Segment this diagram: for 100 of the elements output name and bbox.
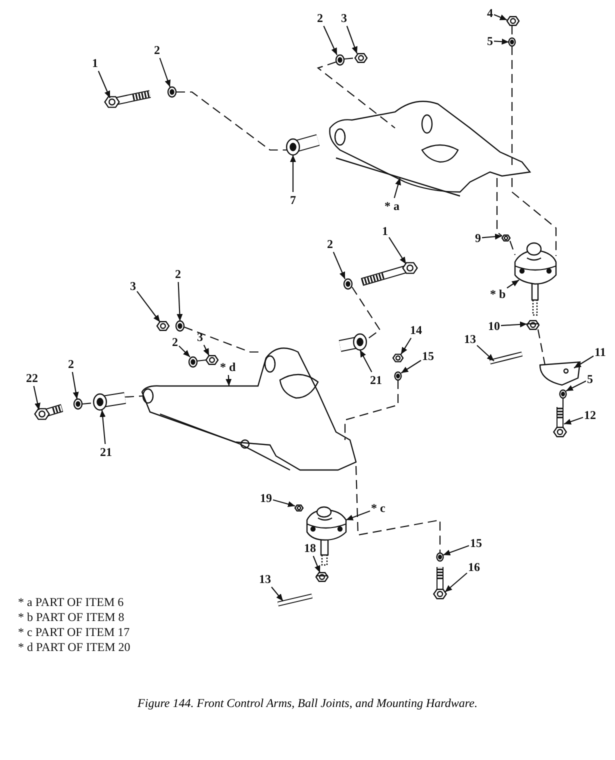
leader-line bbox=[176, 282, 183, 322]
washer-drawing bbox=[559, 389, 567, 399]
leader-line bbox=[476, 345, 494, 362]
assembly-line bbox=[496, 178, 502, 236]
leader-line bbox=[203, 344, 210, 356]
assembly-line bbox=[511, 46, 513, 165]
callout-number: 21 bbox=[370, 373, 382, 387]
bushing-drawing bbox=[93, 392, 126, 411]
washer-drawing bbox=[167, 86, 177, 98]
ball-joint-drawing bbox=[514, 242, 557, 316]
leader-line bbox=[72, 372, 79, 400]
callout-number: 1 bbox=[382, 224, 388, 238]
callout-number: 11 bbox=[594, 345, 606, 359]
callout-number: 5 bbox=[487, 34, 493, 48]
leader-line bbox=[443, 545, 470, 556]
callout-number: * b bbox=[490, 287, 506, 301]
leader-line bbox=[178, 346, 190, 358]
washer-drawing bbox=[175, 320, 185, 332]
bolt-drawing bbox=[104, 90, 151, 108]
callout-number: * d bbox=[220, 360, 236, 374]
leader-line bbox=[98, 70, 110, 98]
leader-line bbox=[482, 234, 502, 240]
leader-line bbox=[136, 290, 160, 322]
assembly-line bbox=[511, 178, 557, 256]
leader-line bbox=[500, 321, 528, 328]
bushing-drawing bbox=[286, 134, 320, 156]
leader-line bbox=[290, 155, 296, 192]
leader-line bbox=[323, 26, 338, 56]
callout-number: 4 bbox=[487, 6, 493, 20]
assembly-line bbox=[355, 466, 441, 553]
assembly-line bbox=[196, 359, 206, 362]
leader-line bbox=[33, 386, 40, 410]
callout-number: 19 bbox=[260, 491, 272, 505]
nut-drawing bbox=[156, 321, 170, 331]
leader-line bbox=[388, 237, 406, 264]
grease-fitting-drawing bbox=[501, 234, 511, 242]
grease-fitting-drawing bbox=[294, 504, 304, 512]
washer-drawing bbox=[508, 37, 516, 47]
leader-line bbox=[271, 586, 284, 602]
nut-drawing bbox=[205, 355, 219, 365]
washer-drawing bbox=[188, 356, 198, 368]
leader-line bbox=[159, 58, 171, 88]
cotter-pin-drawing bbox=[489, 352, 523, 364]
callout-number: 22 bbox=[26, 371, 38, 385]
callout-number: 15 bbox=[422, 349, 434, 363]
ball-joint-drawing bbox=[306, 506, 347, 566]
callout-number: 2 bbox=[327, 237, 333, 251]
callout-number: 18 bbox=[304, 541, 316, 555]
leader-line bbox=[494, 14, 508, 20]
assembly-line bbox=[124, 395, 144, 398]
callout-number: 13 bbox=[259, 572, 271, 586]
leader-line bbox=[100, 410, 106, 444]
callout-number: * a bbox=[384, 199, 400, 213]
leader-line bbox=[574, 356, 594, 368]
footnote: * b PART OF ITEM 8 bbox=[18, 610, 124, 624]
footnote: * c PART OF ITEM 17 bbox=[18, 625, 130, 639]
callout-number: 12 bbox=[584, 408, 596, 422]
leader-line bbox=[332, 252, 346, 280]
washer-drawing bbox=[73, 398, 83, 410]
leader-line bbox=[312, 556, 320, 573]
callout-number: 9 bbox=[475, 231, 481, 245]
castle-nut-drawing bbox=[526, 320, 540, 330]
callout-number: 2 bbox=[172, 335, 178, 349]
bolt-drawing bbox=[360, 262, 418, 286]
leader-line bbox=[506, 280, 520, 288]
assembly-line bbox=[352, 286, 381, 340]
assembly-line bbox=[344, 380, 399, 440]
footnote: * a PART OF ITEM 6 bbox=[18, 595, 124, 609]
assembly-line bbox=[537, 329, 546, 366]
bolt-drawing bbox=[432, 567, 448, 600]
bolt-drawing bbox=[34, 404, 64, 420]
assembly-line bbox=[562, 398, 564, 407]
figure-caption: Figure 144. Front Control Arms, Ball Joints, and Mounting Hardware. bbox=[136, 696, 478, 711]
callout-number: * c bbox=[371, 501, 386, 515]
leader-line bbox=[564, 416, 584, 425]
bolt-drawing bbox=[552, 407, 568, 438]
assembly-line bbox=[344, 57, 356, 60]
leader-line bbox=[346, 26, 358, 54]
washer-drawing bbox=[335, 54, 345, 66]
callout-number: 13 bbox=[464, 332, 476, 346]
callout-number: 10 bbox=[488, 319, 500, 333]
washer-drawing bbox=[343, 278, 353, 290]
footnote: * d PART OF ITEM 20 bbox=[18, 640, 130, 654]
callout-number: 2 bbox=[175, 267, 181, 281]
cotter-pin-drawing bbox=[277, 594, 313, 606]
leader-line bbox=[494, 38, 509, 45]
assembly-line bbox=[316, 61, 396, 128]
leader-line bbox=[226, 374, 232, 386]
washer-drawing bbox=[436, 552, 444, 562]
leader-line bbox=[400, 360, 422, 374]
bracket-drawing bbox=[539, 361, 581, 386]
callout-number: 3 bbox=[341, 11, 347, 25]
leader-line bbox=[346, 510, 370, 521]
washer-drawing bbox=[394, 371, 402, 381]
nut-drawing bbox=[354, 53, 368, 63]
leader-line bbox=[444, 572, 468, 592]
callout-number: 3 bbox=[130, 279, 136, 293]
callout-number: 5 bbox=[587, 372, 593, 386]
callout-number: 21 bbox=[100, 445, 112, 459]
callout-number: 1 bbox=[92, 56, 98, 70]
